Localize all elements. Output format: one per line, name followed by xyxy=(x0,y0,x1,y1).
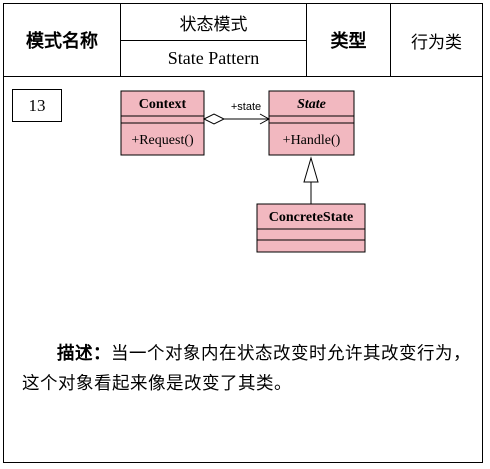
pattern-card: 模式名称 状态模式 State Pattern 类型 行为类 13 Contex… xyxy=(3,3,483,463)
state-method: +Handle() xyxy=(283,133,341,148)
type-value: 行为类 xyxy=(411,32,462,53)
context-class-name: Context xyxy=(139,97,187,112)
pattern-description: 描述：当一个对象内在状态改变时允许其改变行为，这个对象看起来像是改变了其类。 xyxy=(22,339,477,399)
divider xyxy=(120,4,121,76)
uml-class-diagram: Context +Request() State +Handle() +stat… xyxy=(120,90,366,253)
description-text: 当一个对象内在状态改变时允许其改变行为，这个对象看起来像是改变了其类。 xyxy=(22,344,471,394)
state-class: State +Handle() xyxy=(268,90,355,156)
context-class: Context +Request() xyxy=(120,90,205,156)
divider xyxy=(306,4,307,76)
aggregation-association: +state xyxy=(202,101,271,125)
generalization-arrow xyxy=(303,156,319,204)
state-class-name: State xyxy=(297,97,326,112)
context-method: +Request() xyxy=(131,133,194,148)
pattern-name-cn: 状态模式 xyxy=(179,14,248,35)
description-label: 描述： xyxy=(57,344,111,364)
pattern-number: 13 xyxy=(12,89,62,122)
pattern-name-label: 模式名称 xyxy=(26,31,98,52)
concrete-state-class-name: ConcreteState xyxy=(269,210,354,225)
pattern-name-en: State Pattern xyxy=(167,48,260,68)
concrete-state-class: ConcreteState xyxy=(256,203,366,253)
type-label: 类型 xyxy=(330,31,367,52)
divider xyxy=(121,40,306,41)
association-label: +state xyxy=(231,101,261,113)
divider xyxy=(390,4,391,76)
header-bottom-border xyxy=(4,76,482,77)
